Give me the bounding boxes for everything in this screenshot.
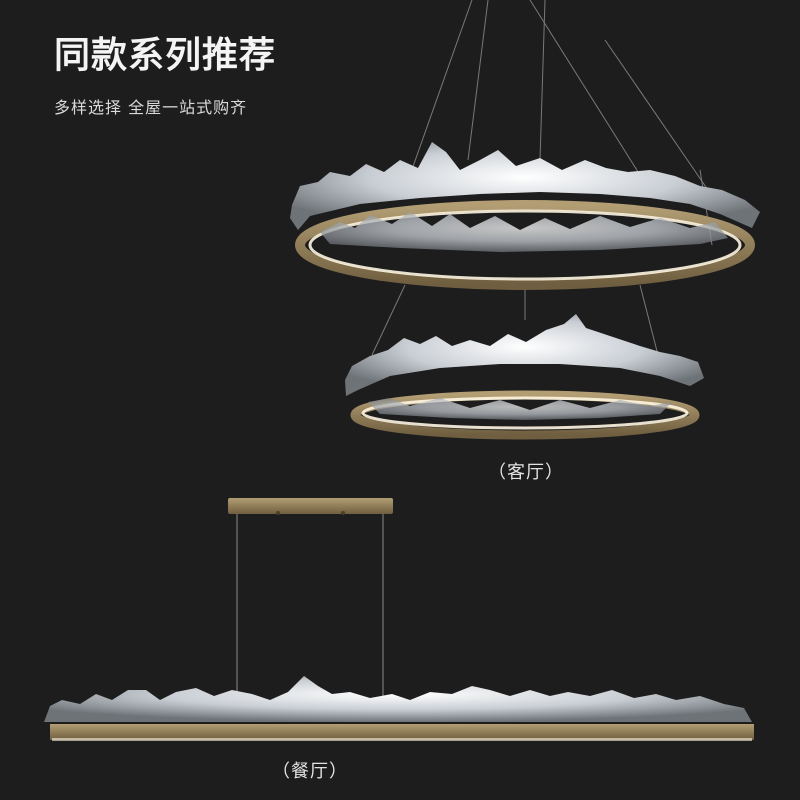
dining-room-caption: （餐厅）: [272, 761, 348, 782]
ceiling-canopy: [228, 498, 393, 514]
dining-wires: [236, 514, 384, 700]
page-subtitle: 多样选择 全屋一站式购齐: [54, 98, 248, 117]
dining-room-chandelier: [44, 498, 754, 741]
linear-crystals: [44, 676, 752, 722]
large-ring-crystals-front: [290, 142, 760, 230]
linear-bar: [50, 724, 754, 740]
page-title: 同款系列推荐: [54, 35, 277, 76]
small-ring: [345, 314, 704, 440]
small-ring-crystals-front: [345, 314, 704, 396]
large-ring-crystals-back: [320, 212, 728, 252]
large-ring: [290, 142, 760, 290]
living-room-chandelier: [290, 0, 760, 440]
small-ring-crystals-back: [368, 398, 672, 420]
living-room-caption: （客厅）: [488, 462, 564, 483]
